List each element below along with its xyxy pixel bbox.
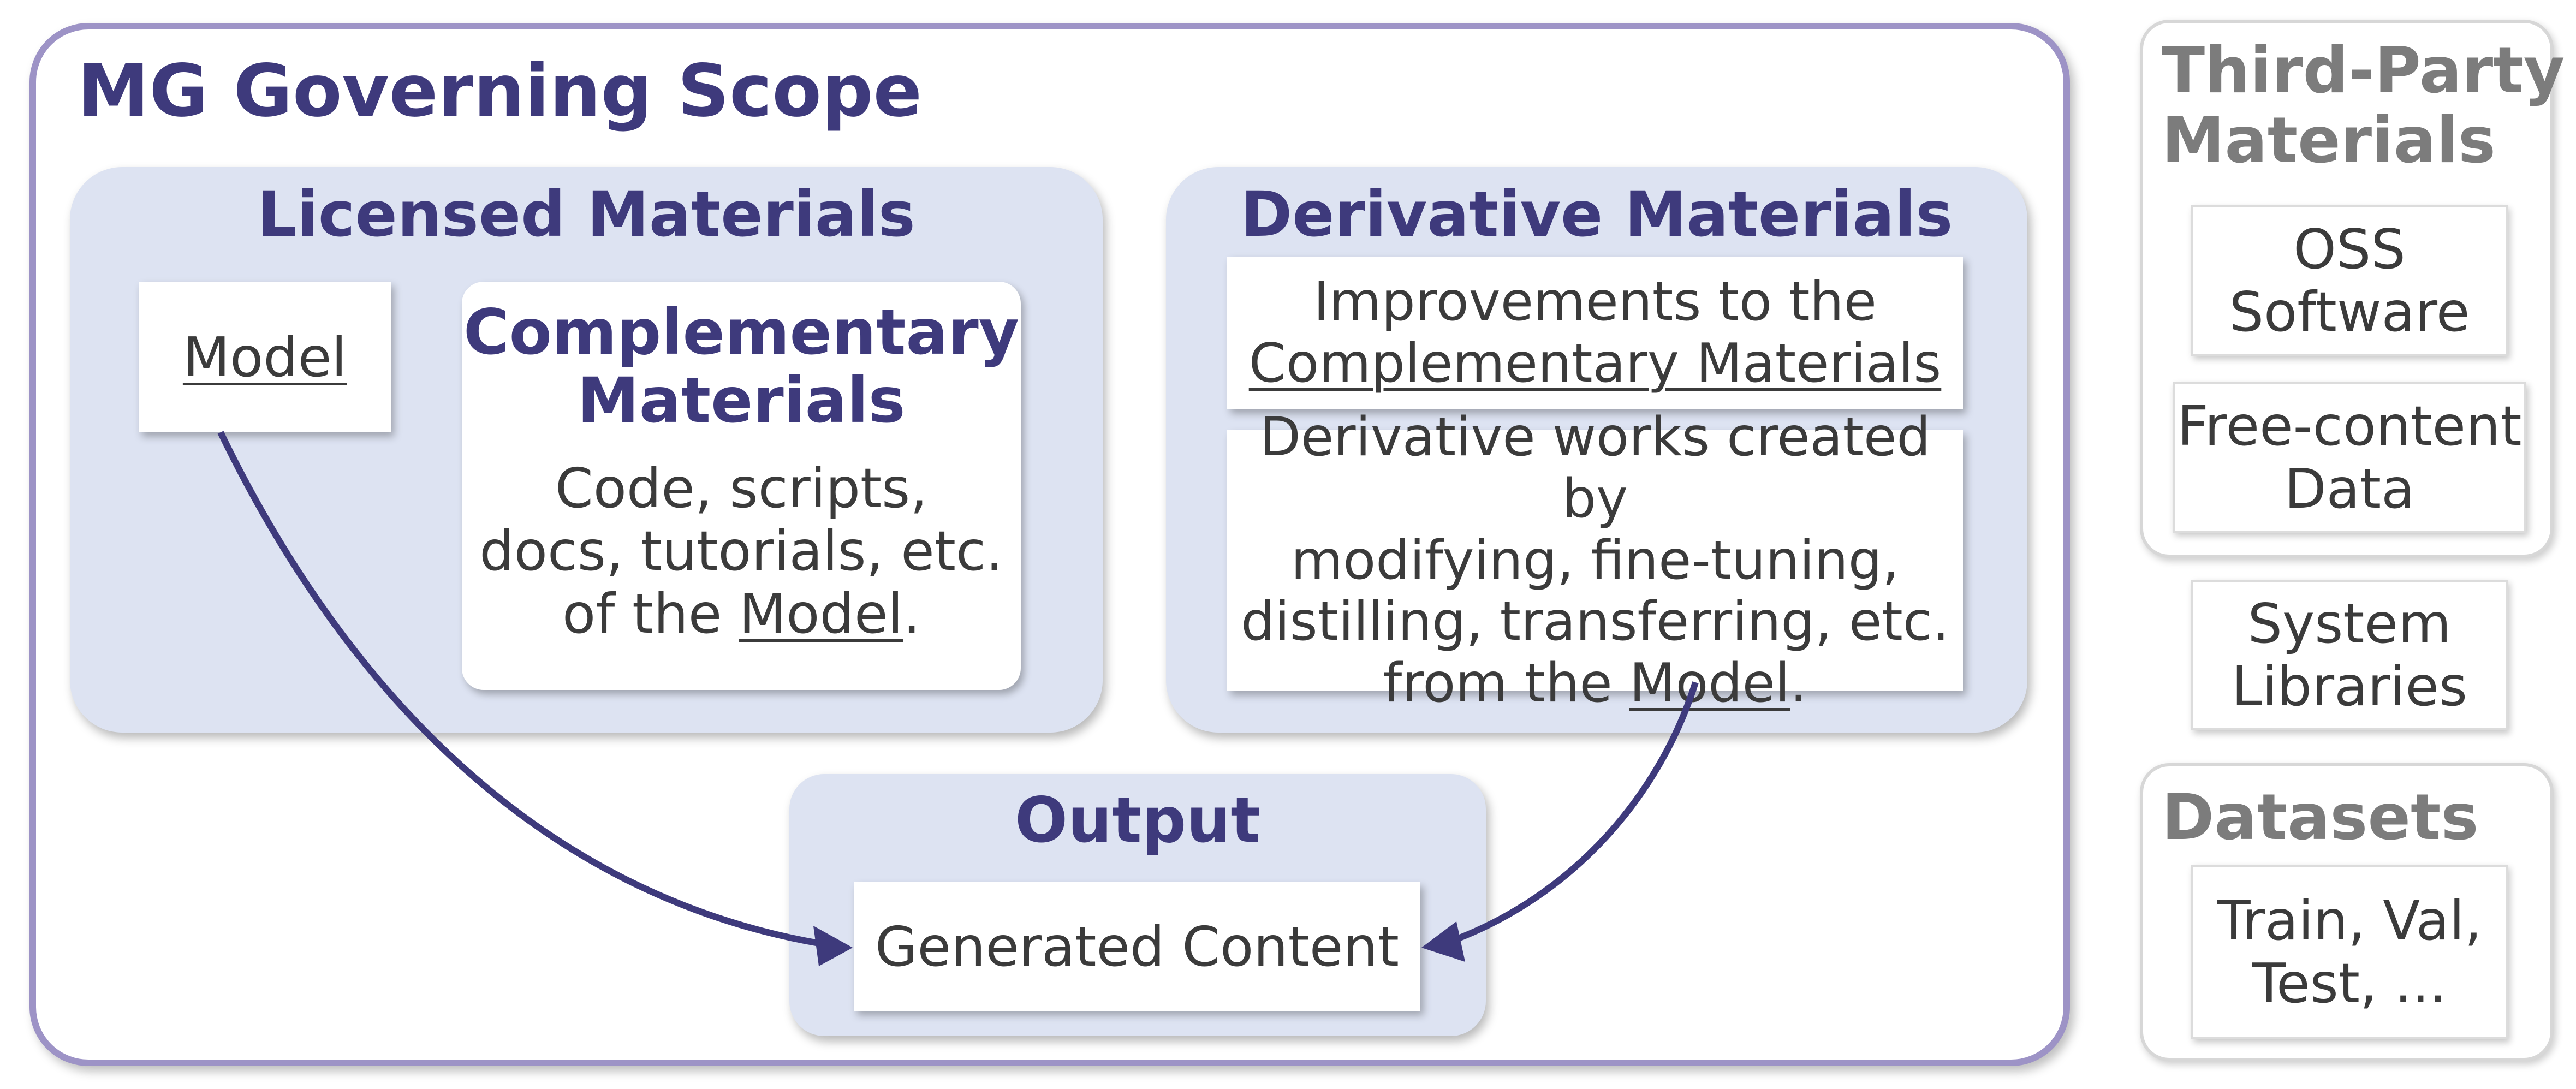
output-title: Output xyxy=(1015,784,1260,856)
third-party-materials-title: Third-Party Materials xyxy=(2162,34,2565,177)
generated-content-card: Generated Content xyxy=(854,882,1420,1011)
scope-title: MG Governing Scope xyxy=(78,49,923,133)
derivative-to-output-arrow xyxy=(1453,681,1699,943)
model-link[interactable]: Model xyxy=(182,325,347,389)
complementary-line-1: Code, scripts, xyxy=(555,456,928,520)
model-to-output-arrowhead xyxy=(813,926,853,966)
train-val-test-card: Train, Val, Test, ... xyxy=(2191,865,2508,1039)
complementary-line-2: docs, tutorials, etc. xyxy=(479,519,1003,583)
oss-software-card: OSS Software xyxy=(2191,205,2508,356)
complementary-materials-card: Complementary Materials Code, scripts, d… xyxy=(462,282,1021,690)
derivative-materials-title: Derivative Materials xyxy=(1240,178,1953,251)
improvements-card: Improvements to the Complementary Materi… xyxy=(1227,257,1963,409)
complementary-materials-title: Complementary Materials xyxy=(463,296,1019,437)
model-link[interactable]: Model xyxy=(1629,652,1790,715)
system-libraries-card: System Libraries xyxy=(2191,580,2508,730)
derivative-works-card: Derivative works created by modifying, f… xyxy=(1227,407,1963,714)
free-content-data-card: Free-content Data xyxy=(2173,382,2526,533)
datasets-title: Datasets xyxy=(2162,781,2479,854)
model-to-output-arrow xyxy=(217,431,820,947)
licensed-materials-title: Licensed Materials xyxy=(257,178,915,251)
complementary-materials-link[interactable]: Complementary Materials xyxy=(1248,332,1942,395)
derivative-to-output-arrowhead xyxy=(1421,921,1465,962)
model-card: Model xyxy=(139,282,391,432)
model-link[interactable]: Model xyxy=(739,581,903,646)
complementary-line-3: of the Model. xyxy=(562,581,921,646)
